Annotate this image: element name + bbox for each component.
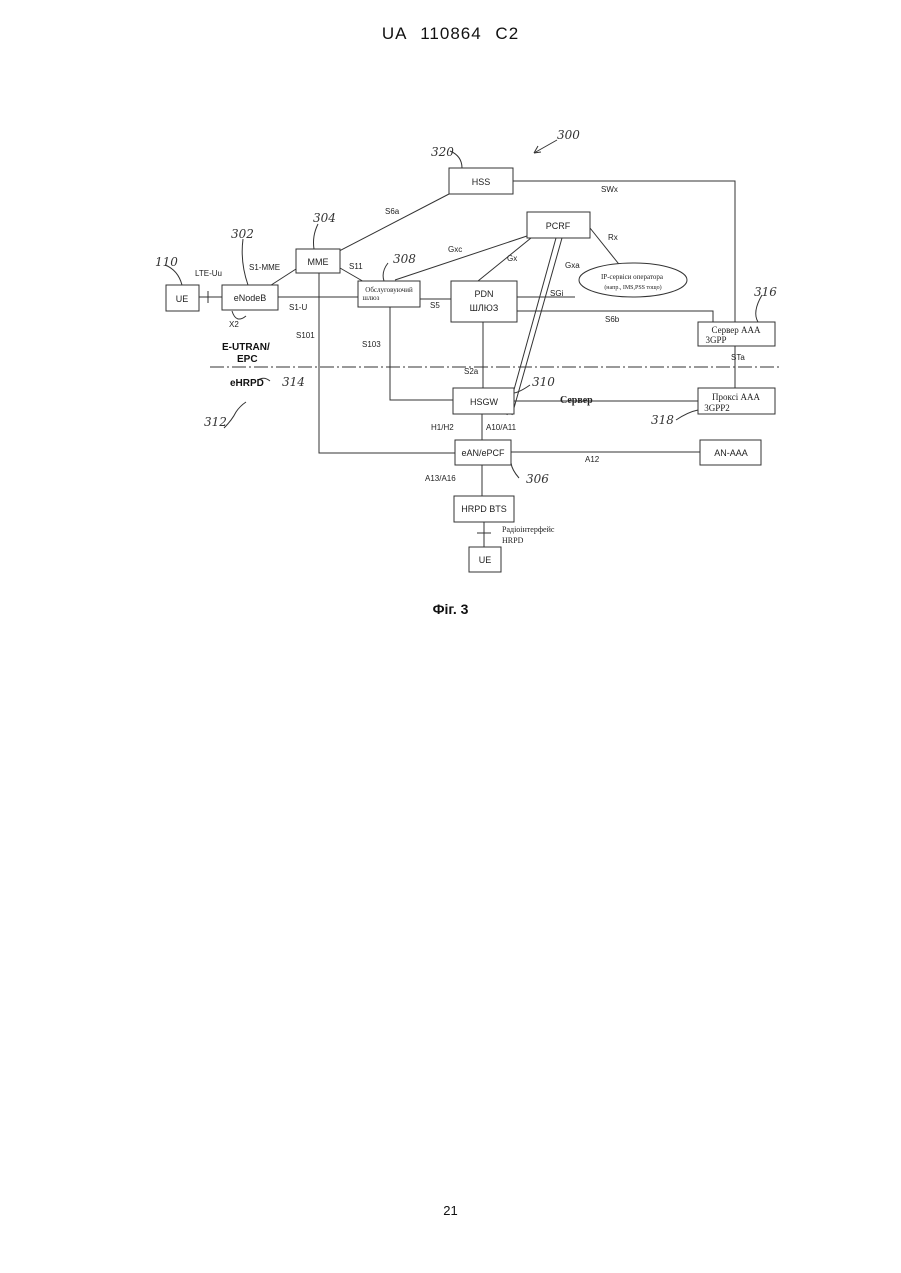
radio-label-2: HRPD [502, 536, 524, 545]
ref-306: 306 [526, 472, 549, 486]
leader-318 [676, 410, 698, 420]
aaa-3gpp-label-2: 3GPP [705, 335, 726, 345]
leader-316 [756, 295, 762, 322]
pcrf-label: PCRF [546, 221, 571, 231]
aaa-proxy-label-2: 3GPP2 [704, 403, 730, 413]
aaa-3gpp-label-1: Сервер AAA [711, 325, 761, 335]
aaa-proxy-label-1: Проксі AAA [712, 392, 760, 402]
enodeb-label: eNodeB [234, 293, 267, 303]
ref-310: 310 [532, 375, 555, 389]
radio-label-1: Радіоінтерфейс [502, 525, 555, 534]
ean-epcf-label: eAN/ePCF [461, 448, 505, 458]
leader-304 [314, 224, 319, 249]
serving-gw-label-2: шлюз [363, 294, 380, 302]
hrpd-bts-label: HRPD BTS [461, 504, 507, 514]
ref-302: 302 [231, 227, 254, 241]
a12-label: A12 [585, 455, 600, 464]
domain-ehrpd-label: eHRPD [230, 378, 264, 389]
hss-label: HSS [472, 177, 491, 187]
link-swx [513, 181, 735, 322]
lte-uu-label: LTE-Uu [195, 269, 222, 278]
a13-a16-label: A13/A16 [425, 474, 456, 483]
s6a-label: S6a [385, 207, 400, 216]
pdn-gw-label-1: PDN [474, 289, 493, 299]
link-s103 [390, 307, 453, 400]
swx-label: SWx [601, 185, 618, 194]
domain-eutran-label: E-UTRAN/ [222, 342, 270, 353]
ref-312: 312 [204, 415, 227, 429]
ue-bottom-label: UE [479, 555, 492, 565]
sta-label: STa [731, 353, 745, 362]
gxc-label: Gxc [448, 245, 462, 254]
s6b-label: S6b [605, 315, 620, 324]
ip-services-label-1: IP-сервіси оператора [601, 273, 664, 281]
ref-304: 304 [313, 211, 336, 225]
ref-314: 314 [282, 375, 305, 389]
ref-110: 110 [155, 255, 178, 269]
page-number: 21 [0, 1203, 901, 1218]
leader-310 [514, 385, 530, 393]
server-label: Сервер [560, 395, 593, 406]
s2a-label: S2a [464, 367, 479, 376]
a10-a11-label: A10/A11 [486, 423, 517, 432]
leader-312 [224, 402, 246, 428]
leader-306 [511, 463, 519, 478]
ref-316: 316 [754, 285, 777, 299]
link-x2 [232, 311, 246, 319]
pdn-gw-label-2: ШЛЮЗ [470, 303, 499, 313]
ref-318: 318 [651, 413, 674, 427]
serving-gw-label-1: Обслуговуючий [365, 286, 413, 294]
s103-label: S103 [362, 340, 381, 349]
s1-u-label: S1-U [289, 303, 307, 312]
ref-300: 300 [557, 128, 580, 142]
gxa-label: Gxa [565, 261, 580, 270]
leader-302 [242, 239, 248, 285]
figure-caption: Фіг. 3 [0, 601, 901, 617]
an-aaa-label: AN-AAA [714, 448, 748, 458]
domain-epc-label: EPC [237, 354, 258, 365]
ref-320: 320 [431, 145, 454, 159]
link-gx [478, 238, 531, 281]
mme-label: MME [308, 257, 329, 267]
pdn-gw-box [451, 281, 517, 322]
h1-h2-label: H1/H2 [431, 423, 454, 432]
ip-services-label-2: (напр., IMS,PSS тощо) [604, 284, 661, 291]
rx-label: Rx [608, 233, 618, 242]
s101-label: S101 [296, 331, 315, 340]
sgi-label: SGi [550, 289, 564, 298]
s11-label: S11 [349, 262, 363, 271]
ref-308: 308 [393, 252, 416, 266]
x2-label: X2 [229, 320, 239, 329]
gx-label: Gx [507, 254, 517, 263]
leader-308 [383, 263, 388, 281]
hsgw-label: HSGW [470, 397, 499, 407]
s1-mme-label: S1-MME [249, 263, 280, 272]
s5-label: S5 [430, 301, 440, 310]
ue-top-label: UE [176, 294, 189, 304]
